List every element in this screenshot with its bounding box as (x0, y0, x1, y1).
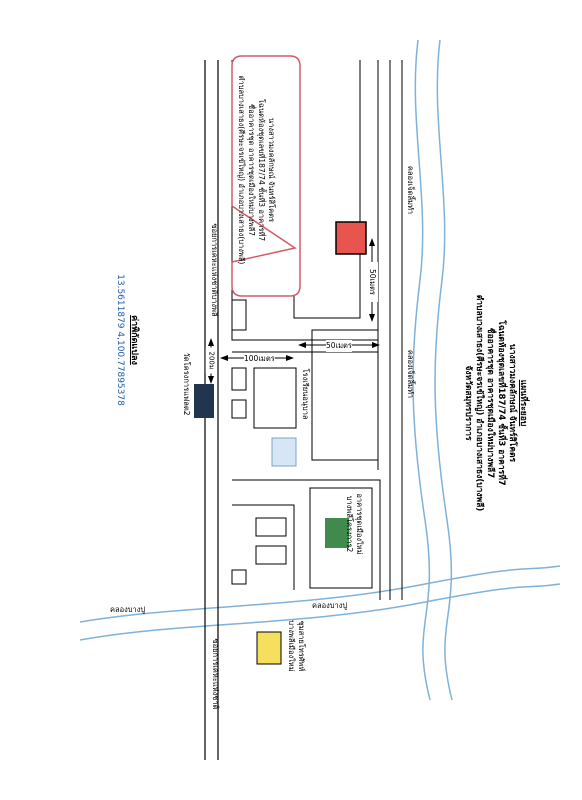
callout-line: นางสาวมงคลักษณ์ จันทร์สิโคตร (267, 117, 276, 223)
arrow-head (369, 314, 375, 322)
post-label-line: ชุมสายโทรศัพท์ (297, 620, 306, 672)
title-heading: แผนที่ระยอบ (518, 379, 528, 427)
title-line: นางสาวมงคลักษณ์ จันทร์สิโคตร (507, 343, 517, 463)
canal-line (79, 583, 561, 641)
callout-line: ชื่ออาคารชุด อาคารชุดเมืองใหม่บางพลี7 (247, 103, 256, 236)
road-label: ซอยการเคหะแห่งชาติ (211, 638, 220, 710)
block (255, 517, 287, 537)
distance-label: 200ม (205, 347, 217, 374)
road-label: ซอยการเคหะแห่งชาติบางพลี (210, 223, 219, 317)
coords-heading: ค่าพิกัดแปลง (129, 315, 139, 365)
canal-line (434, 39, 453, 701)
target-building (335, 221, 367, 255)
condo-label-line: อาคารชุดเมืองใหม่ (355, 493, 364, 555)
arrow-head (208, 376, 214, 384)
coords-value: 13.5611879 4,100.77895378 (115, 274, 125, 406)
post-label-line: บางพลีเมืองใหม่ (287, 620, 296, 672)
temple-marker (194, 384, 214, 418)
block (255, 545, 287, 565)
canal-label: คลองบางปู (110, 605, 146, 614)
canal-line (412, 39, 431, 701)
condo-label-line: บางพลีโครงการ2 (345, 495, 354, 553)
canal-label: คลองเจ็ดลิ้มทำ (406, 165, 415, 215)
canal-label: คลองบางปู (312, 601, 348, 610)
arrow-head (286, 355, 294, 361)
title-line: โฉนดห้องชุดเลขที่187/74 ชั้นที่3 อาคารที… (496, 320, 506, 486)
distance-label: 50เมตร (326, 340, 352, 352)
block (311, 329, 379, 461)
arrow-head (369, 238, 375, 246)
arrow-head (298, 342, 306, 348)
post-building (256, 631, 282, 665)
block (231, 367, 247, 391)
road-line (232, 479, 381, 600)
callout-text: นางสาวมงคลักษณ์ จันทร์สิโคตร โฉนดห้องชุด… (236, 60, 276, 280)
title-line: จังหวัดสมุทรปราการ (463, 365, 473, 441)
road-line (232, 504, 295, 590)
block (309, 487, 373, 589)
title-line: ตำบลบางเสาธง(ศีรษะจรเข้ใหญ่) อำเภอบางเสา… (474, 294, 484, 512)
condo-building (325, 518, 349, 548)
road-line (293, 60, 361, 319)
temple-label: วัดโครงการแฟลต2 (182, 352, 191, 416)
condo-label: อาคารชุดเมืองใหม่ บางพลีโครงการ2 (344, 484, 364, 564)
coords-block: ค่าพิกัดแปลง 13.5611879 4,100.77895378 (113, 265, 141, 415)
distance-label: 50เมตร (366, 262, 378, 302)
block (231, 399, 247, 419)
school-building (271, 437, 297, 467)
block (231, 299, 247, 331)
block (231, 569, 247, 585)
arrow-head (220, 355, 228, 361)
arrow-head (208, 338, 214, 346)
arrow-head (372, 342, 380, 348)
canal-line (79, 565, 561, 623)
title-block: แผนที่ระยอบ นางสาวมงคลักษณ์ จันทร์สิโคตร… (462, 253, 528, 553)
callout-bubble (231, 55, 301, 297)
callout-line: ตำบลบางเสาธง(ศีรษะจรเข้ใหญ่) อำเภอบางเสา… (237, 75, 246, 265)
distance-label: 100เมตร (244, 353, 275, 365)
canal-label: คลองเจ็ดลิ้มทำ (406, 349, 415, 399)
block (253, 367, 297, 429)
school-label: โรงเรียนอนุบาล (301, 368, 310, 420)
post-label: ชุมสายโทรศัพท์ บางพลีเมืองใหม่ (286, 606, 306, 686)
callout-line: โฉนดห้องชุดเลขที่187/74 ชั้นที่3 อาคารที… (257, 98, 266, 242)
title-line: ชื่ออาคารชุด อาคารชุดเมืองใหม่บางพลี7 (485, 327, 495, 479)
